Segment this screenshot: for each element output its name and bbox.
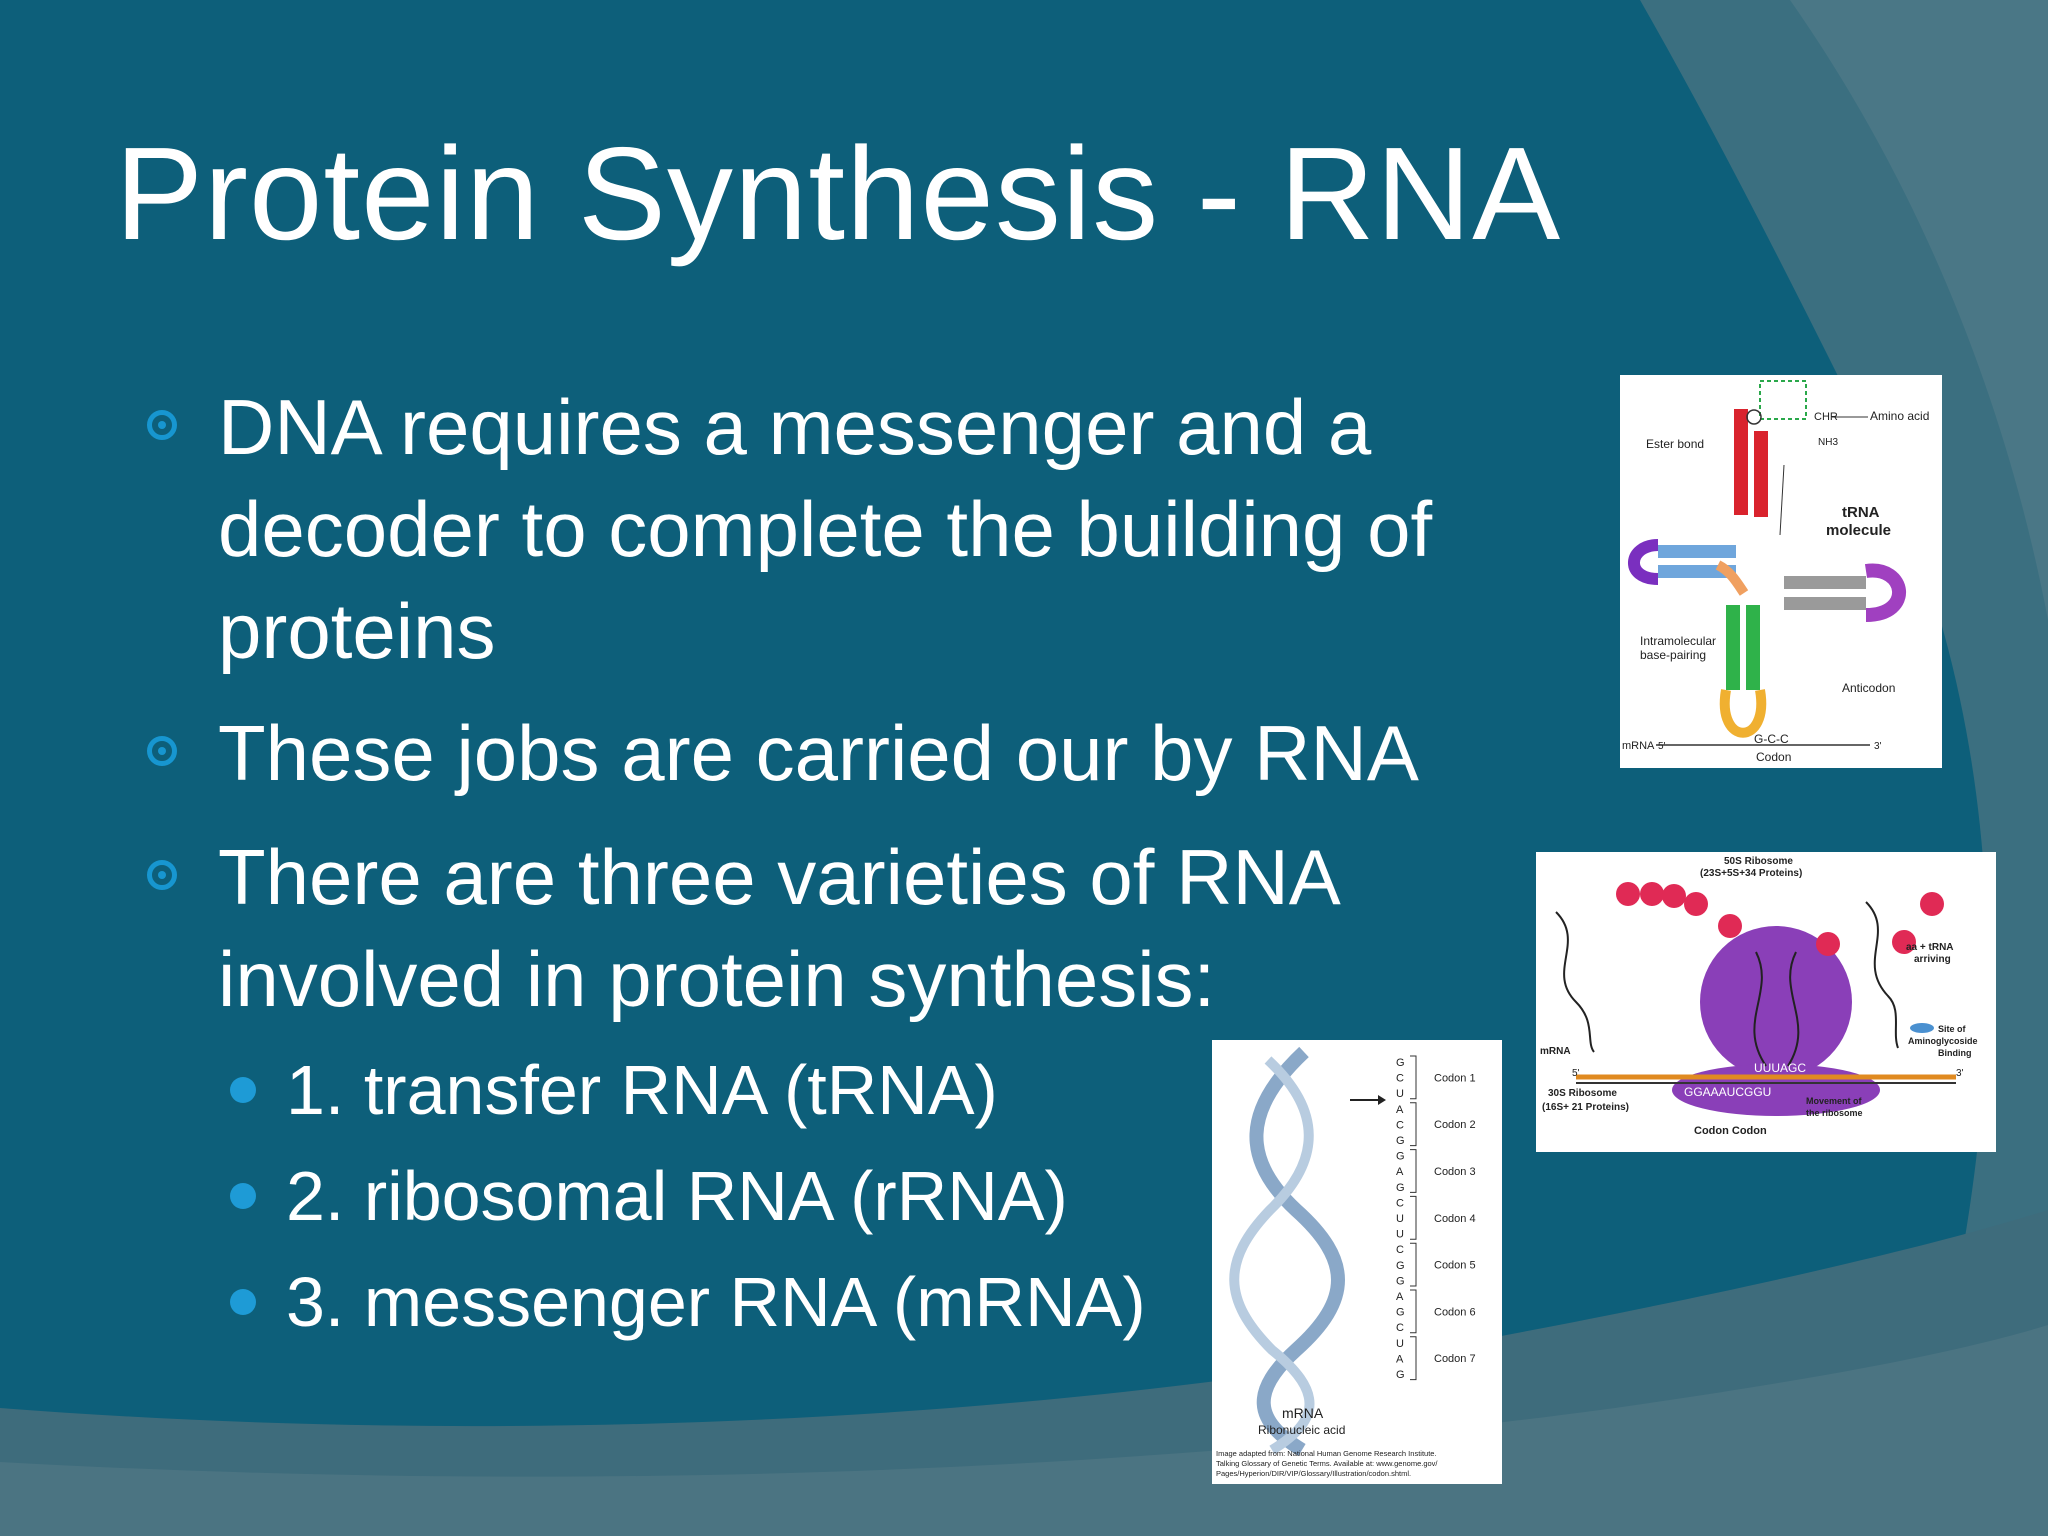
mrna-credit-3: Pages/Hyperion/DIR/VIP/Glossary/Illustra… (1216, 1469, 1411, 1478)
trna-five-prime-label: 5' (1658, 741, 1666, 752)
trna-anticodon-label: Anticodon (1842, 681, 1895, 695)
mrna-base: U (1396, 1229, 1404, 1241)
bullet-2: These jobs are carried our by RNA (218, 702, 1419, 804)
mrna-base: C (1396, 1073, 1404, 1085)
bullet-marker-icon (147, 410, 177, 440)
mrna-base: A (1396, 1166, 1404, 1178)
trna-intramolecular-label-2: base-pairing (1640, 648, 1706, 662)
bullet-1-line-2: decoder to complete the building of (218, 485, 1433, 573)
codon-bracket (1410, 1102, 1417, 1147)
codon-bracket (1410, 1336, 1417, 1381)
slide-title: Protein Synthesis - RNA (115, 120, 1562, 267)
subbullet-marker-icon (230, 1289, 256, 1315)
ribosome-sequence-bottom: GGAAAUCGGU (1684, 1085, 1771, 1099)
mrna-credit-1: Image adapted from: National Human Genom… (1216, 1449, 1437, 1458)
subbullet-marker-icon (230, 1183, 256, 1209)
trna-chr-label: CHR (1814, 411, 1838, 423)
subbullet-2: 2. ribosomal RNA (rRNA) (286, 1157, 1068, 1235)
codon-label: Codon 2 (1434, 1119, 1476, 1131)
mrna-base: A (1396, 1104, 1404, 1116)
trna-molecule-label-2: molecule (1826, 522, 1891, 539)
mrna-base: C (1396, 1119, 1404, 1131)
codon-bracket (1410, 1195, 1417, 1240)
mrna-base: G (1396, 1182, 1405, 1194)
mrna-base: C (1396, 1244, 1404, 1256)
codon-label: Codon 1 (1434, 1072, 1476, 1084)
codon-label: Codon 3 (1434, 1166, 1476, 1178)
mrna-base: C (1396, 1322, 1404, 1334)
trna-three-prime-label: 3' (1874, 741, 1882, 752)
mrna-diagram: mRNA Ribonucleic acid Image adapted from… (1212, 1040, 1502, 1484)
bullet-3-line-1: There are three varieties of RNA (218, 833, 1341, 921)
mrna-base: C (1396, 1197, 1404, 1209)
ribosome-50s-label-1: 50S Ribosome (1724, 856, 1793, 867)
ribosome-trna-arriving-label-1: aa + tRNA (1906, 942, 1954, 953)
ribosome-diagram-graphic: 50S Ribosome (23S+5S+34 Proteins) aa + t… (1536, 852, 1996, 1152)
mrna-base: G (1396, 1135, 1405, 1147)
subbullet-1: 1. transfer RNA (tRNA) (286, 1051, 998, 1129)
mrna-base: U (1396, 1213, 1404, 1225)
codon-bracket (1410, 1149, 1417, 1193)
bullet-3: There are three varieties of RNA involve… (218, 826, 1341, 1030)
trna-ester-bond-label: Ester bond (1646, 437, 1704, 451)
ribosome-diagram: 50S Ribosome (23S+5S+34 Proteins) aa + t… (1536, 852, 1996, 1152)
ribosome-trna-arriving-label-2: arriving (1914, 954, 1951, 965)
mrna-base: G (1396, 1369, 1405, 1381)
codon-bracket (1410, 1242, 1417, 1287)
mrna-base: A (1396, 1291, 1404, 1303)
codon-label: Codon 6 (1434, 1306, 1476, 1318)
ribosome-movement-label-1: Movement of (1806, 1096, 1863, 1106)
bullet-marker-icon (147, 736, 177, 766)
trna-amino-acid-label: Amino acid (1870, 409, 1929, 423)
subbullet-marker-icon (230, 1077, 256, 1103)
mrna-label-1: mRNA (1282, 1405, 1324, 1421)
codon-label: Codon 7 (1434, 1353, 1476, 1365)
bullet-1-line-3: proteins (218, 587, 496, 675)
trna-mrna-label: mRNA (1622, 740, 1655, 752)
mrna-base: G (1396, 1275, 1405, 1287)
mrna-base: U (1396, 1088, 1404, 1100)
trna-nh3-label: NH3 (1818, 437, 1838, 448)
ribosome-50s-label-2: (23S+5S+34 Proteins) (1700, 868, 1802, 879)
bullet-1: DNA requires a messenger and a decoder t… (218, 376, 1432, 682)
mrna-base: A (1396, 1353, 1404, 1365)
mrna-base: G (1396, 1307, 1405, 1319)
ribosome-codon-label: Codon Codon (1694, 1125, 1767, 1137)
ribosome-five-prime-label: 5' (1572, 1068, 1580, 1079)
ribosome-three-prime-label: 3' (1956, 1068, 1964, 1079)
mrna-base: G (1396, 1151, 1405, 1163)
trna-diagram: Amino acid CHR NH3 Ester bond tRNA molec… (1620, 375, 1942, 768)
ribosome-site-label-1: Site of (1938, 1024, 1967, 1034)
trna-intramolecular-label-1: Intramolecular (1640, 634, 1716, 648)
mrna-base: G (1396, 1057, 1405, 1069)
ribosome-30s-label-1: 30S Ribosome (1548, 1088, 1617, 1099)
mrna-base: G (1396, 1260, 1405, 1272)
codon-bracket (1410, 1289, 1417, 1334)
trna-molecule-label-1: tRNA (1842, 504, 1880, 521)
ribosome-movement-label-2: the ribosome (1806, 1108, 1863, 1118)
ribosome-mrna-label: mRNA (1540, 1046, 1571, 1057)
mrna-base: U (1396, 1338, 1404, 1350)
mrna-label-2: Ribonucleic acid (1258, 1423, 1345, 1437)
codon-bracket (1410, 1055, 1417, 1100)
codon-label: Codon 4 (1434, 1213, 1476, 1225)
bullet-1-line-1: DNA requires a messenger and a (218, 383, 1372, 471)
subbullet-3: 3. messenger RNA (mRNA) (286, 1263, 1146, 1341)
bullet-2-line-1: These jobs are carried our by RNA (218, 709, 1419, 797)
ribosome-30s-label-2: (16S+ 21 Proteins) (1542, 1102, 1629, 1113)
trna-codon-label: Codon (1756, 750, 1791, 764)
mrna-diagram-graphic: mRNA Ribonucleic acid Image adapted from… (1212, 1040, 1502, 1484)
mrna-credit-2: Talking Glossary of Genetic Terms. Avail… (1216, 1459, 1438, 1468)
bullet-marker-icon (147, 860, 177, 890)
codon-label: Codon 5 (1434, 1260, 1476, 1272)
ribosome-site-label-3: Binding (1938, 1048, 1972, 1058)
bullet-3-line-2: involved in protein synthesis: (218, 935, 1216, 1023)
trna-gcc-label: G-C-C (1754, 732, 1789, 746)
ribosome-sequence-top: UUUAGC (1754, 1061, 1806, 1075)
ribosome-site-label-2: Aminoglycoside (1908, 1036, 1978, 1046)
trna-diagram-graphic: Amino acid CHR NH3 Ester bond tRNA molec… (1620, 375, 1942, 768)
